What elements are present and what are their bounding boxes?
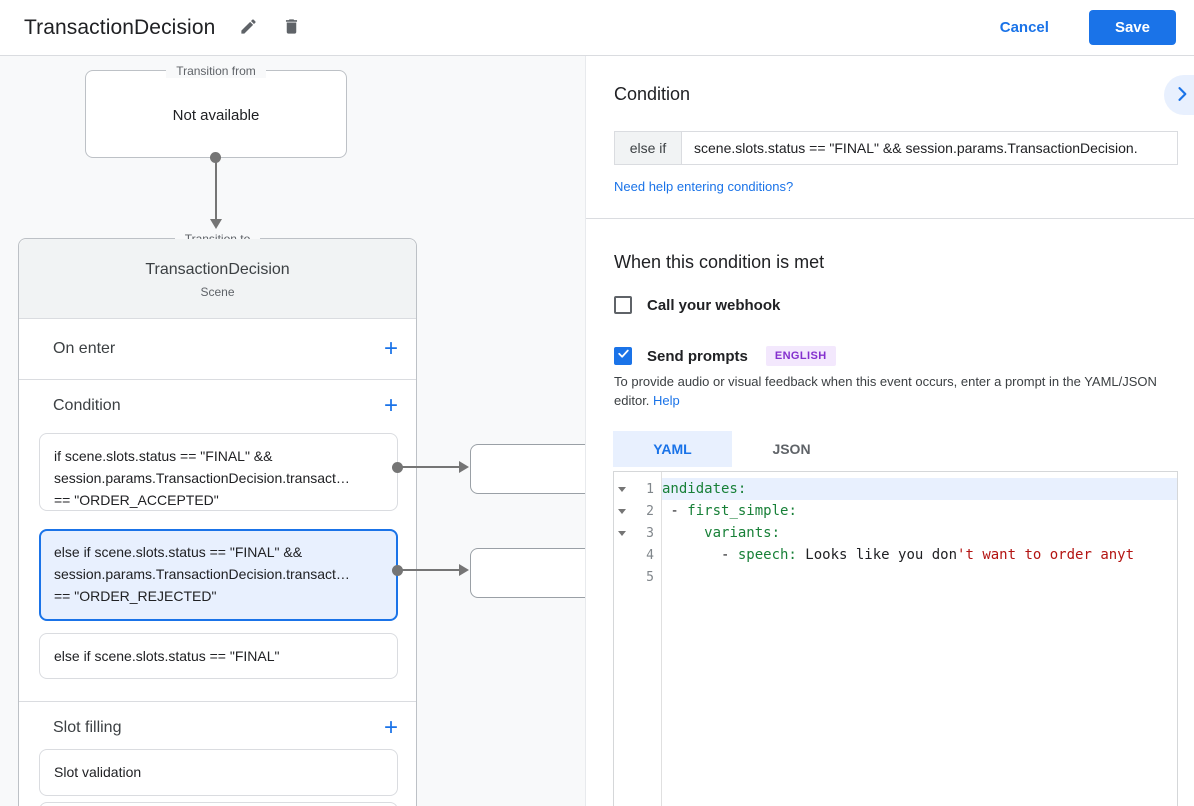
collapse-panel-button[interactable] [1164,75,1194,115]
line-number: 4 [646,547,654,563]
slot-filling-label: Slot filling [53,719,122,736]
code-line-5 [662,566,1177,588]
code-line-2: - first_simple: [662,503,797,519]
condition-detail-panel: Condition else if Need help entering con… [585,56,1194,806]
page-title: TransactionDecision [24,15,216,39]
yaml-code-editor[interactable]: 1 2 3 4 5 and [613,471,1178,806]
gutter-row: 5 [614,566,661,588]
scene-card-header[interactable]: TransactionDecision Scene [19,239,416,319]
connector-line [397,569,459,571]
editor-gutter: 1 2 3 4 5 [614,472,662,806]
help-link[interactable]: Help [653,393,680,408]
divider [19,701,416,702]
gutter-row: 1 [614,478,661,500]
condition-section-row: Condition + [19,391,416,421]
send-prompts-label: Send prompts [647,347,748,365]
prompt-description: To provide audio or visual feedback when… [614,374,1157,408]
tab-json[interactable]: JSON [732,431,851,467]
on-enter-row: On enter + [19,319,416,379]
condition-prefix: else if [614,131,682,165]
scene-card-subtitle: Scene [200,285,235,299]
divider [586,218,1194,219]
arrow-right-icon [459,564,469,576]
editor-code-area[interactable]: andidates: - first_simple: variants: - s… [662,472,1177,806]
connector-line [397,466,459,468]
divider [19,379,416,380]
on-enter-label: On enter [53,340,116,357]
check-icon [617,347,630,365]
scene-card-title: TransactionDecision [145,261,290,278]
arrow-down-icon [210,219,222,229]
condition-input-row: else if [614,131,1178,165]
flow-canvas: Transition from Not available Transition… [0,56,585,806]
when-condition-heading: When this condition is met [614,252,825,272]
line-number: 1 [646,481,654,497]
connector-line [215,157,217,219]
code-line-3: variants: [704,525,781,541]
condition-card-3[interactable]: else if scene.slots.status == "FINAL" [39,633,398,679]
line-number: 5 [646,569,654,585]
send-prompts-row: Send prompts ENGLISH [614,346,836,366]
transition-from-legend: Transition from [86,62,346,80]
webhook-label: Call your webhook [647,296,781,314]
tab-yaml[interactable]: YAML [613,431,732,467]
add-on-enter-button[interactable]: + [383,335,398,362]
chevron-right-icon [1172,84,1192,107]
top-bar: TransactionDecision Cancel Save [0,0,1194,56]
transition-target-box-2[interactable] [470,548,585,598]
gutter-row: 2 [614,500,661,522]
transition-from-text: Not available [172,107,260,124]
save-button[interactable]: Save [1088,10,1176,45]
webhook-checkbox[interactable] [614,296,632,314]
transition-target-box-1[interactable] [470,444,585,494]
webhook-row: Call your webhook [614,296,780,314]
gutter-row: 3 [614,522,661,544]
condition-help-link[interactable]: Need help entering conditions? [614,179,794,194]
trash-icon [282,17,301,39]
slot-filling-section-row: Slot filling + [19,713,416,743]
line-number: 3 [646,525,654,541]
condition-heading: Condition [614,84,691,104]
pencil-icon [239,17,258,39]
fold-arrow-icon[interactable] [614,486,630,492]
delete-scene-button[interactable] [282,17,301,39]
add-slot-button[interactable]: + [383,714,398,741]
condition-card-2-selected[interactable]: else if scene.slots.status == "FINAL" &&… [39,529,398,621]
transition-from-box[interactable]: Transition from Not available [85,64,347,158]
gutter-row: 4 [614,544,661,566]
send-prompts-checkbox[interactable] [614,347,632,365]
condition-expression-input[interactable] [682,131,1178,165]
condition-section-label: Condition [53,397,121,414]
scene-card: Transition to TransactionDecision Scene … [18,232,417,806]
slot-validation-card[interactable]: Slot validation [39,749,398,796]
editor-tabbar: YAML JSON [613,431,851,467]
add-condition-button[interactable]: + [383,392,398,419]
code-line-1: andidates: [662,478,1177,500]
line-number: 2 [646,503,654,519]
cancel-button[interactable]: Cancel [999,19,1049,36]
edit-title-button[interactable] [239,17,258,39]
code-line-4: - speech: Looks like you don't want to o… [662,547,1135,563]
partial-card[interactable] [39,802,398,806]
language-badge: ENGLISH [765,346,836,366]
fold-arrow-icon[interactable] [614,508,630,514]
condition-card-1[interactable]: if scene.slots.status == "FINAL" && sess… [39,433,398,511]
arrow-right-icon [459,461,469,473]
fold-arrow-icon[interactable] [614,530,630,536]
